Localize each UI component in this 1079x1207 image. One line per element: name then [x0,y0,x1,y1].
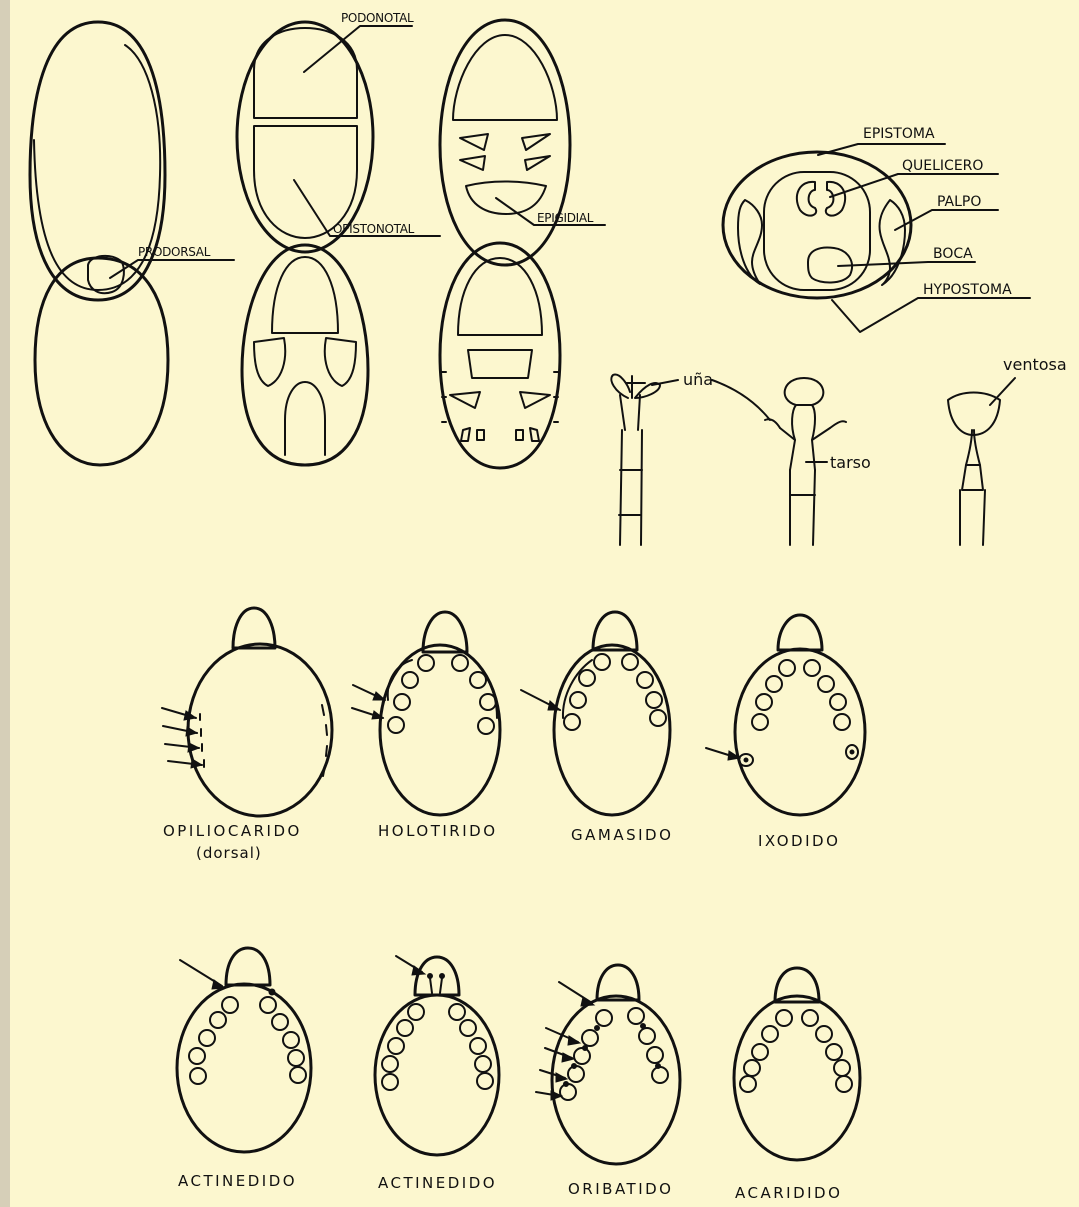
caption-ixodido: IXODIDO [758,832,840,850]
caption-opiliocarido: OPILIOCARIDO [163,822,302,840]
caption-oribatido: ORIBATIDO [568,1180,673,1198]
label-epistoma: EPISTOMA [863,126,935,142]
paper-background [10,0,1079,1207]
label-hypostoma: HYPOSTOMA [923,282,1012,298]
caption-actinedido-2: ACTINEDIDO [378,1174,497,1192]
label-ventosa: ventosa [1003,355,1067,374]
caption-opiliocarido-sub: (dorsal) [196,844,262,862]
label-una: uña [683,370,713,389]
label-opistonotal: OPISTONOTAL [333,222,415,236]
label-tarso: tarso [830,453,871,472]
caption-acaridido: ACARIDIDO [735,1184,842,1202]
label-podonotal: PODONOTAL [341,11,414,25]
caption-holotirido: HOLOTIRIDO [378,822,498,840]
caption-gamasido: GAMASIDO [571,826,673,844]
label-palpo: PALPO [937,194,981,210]
label-quelicero: QUELICERO [902,158,983,174]
caption-actinedido-1: ACTINEDIDO [178,1172,297,1190]
label-prodorsal: PRODORSAL [138,245,211,259]
label-epigidial: EPIGIDIAL [537,211,594,225]
label-boca: BOCA [933,246,973,262]
